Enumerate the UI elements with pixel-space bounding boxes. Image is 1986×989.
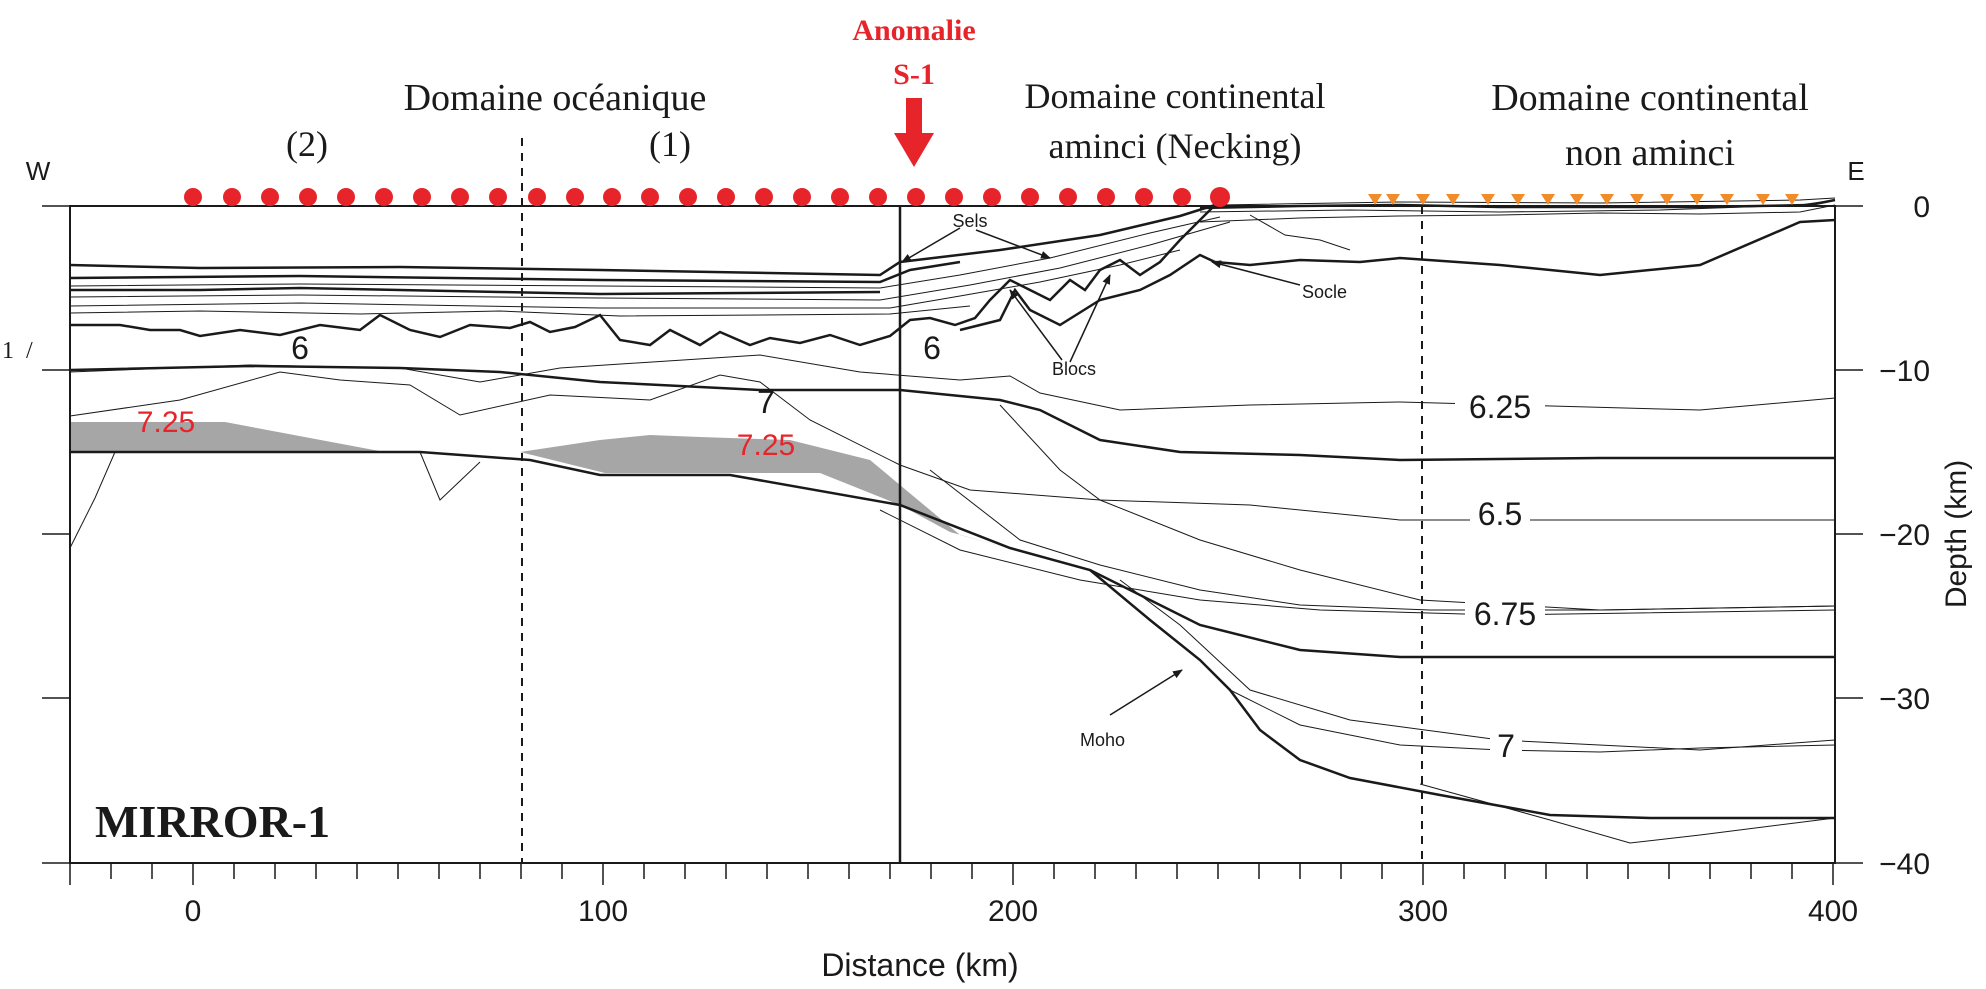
moho-label: Moho: [1080, 730, 1125, 750]
oceanic-domain-2-label: (2): [286, 124, 328, 164]
velocity-7.25-mid: 7.25: [737, 429, 795, 462]
velocity-6.25: 6.25: [1469, 389, 1531, 425]
shaded-lower-crust: [70, 422, 1015, 550]
plot-frame: [69, 205, 1836, 864]
velocity-labels: 6 6 7 7.25 7.25 6.25 6.5 6.75 7: [137, 330, 1545, 765]
annotation-arrows: [901, 227, 1301, 716]
y-axis-label: Depth (km): [1940, 460, 1973, 608]
y-tick-minus30: −30: [1879, 683, 1930, 716]
necking-domain-title-line2: aminci (Necking): [1049, 126, 1302, 166]
x-tick-200: 200: [988, 895, 1038, 928]
velocity-7-left: 7: [757, 384, 775, 420]
major-boundaries: [69, 198, 1836, 820]
blocks-label: Blocs: [1052, 359, 1096, 379]
velocity-7-right: 7: [1497, 728, 1515, 764]
basement-label: Socle: [1302, 282, 1347, 302]
land-stations-orange: [1368, 194, 1799, 205]
mid-crust-boundary: [70, 450, 1835, 659]
east-label: E: [1847, 156, 1864, 186]
oceanic-domain-title: Domaine océanique: [404, 77, 707, 119]
x-tick-0: 0: [185, 895, 202, 928]
shaded-layer-left: [70, 422, 385, 452]
y-axis-ticks: 0 −10 −20 −30 −40: [1879, 191, 1930, 881]
upper-crust-boundary: [69, 364, 1835, 462]
seafloor-surface: [69, 203, 1216, 277]
y-tick-0: 0: [1913, 191, 1930, 224]
ticks: [42, 205, 1863, 885]
salts-label: Sels: [952, 211, 987, 231]
west-label: W: [26, 156, 51, 186]
anomaly-label-line2: S-1: [893, 58, 935, 91]
velocity-7.25-left: 7.25: [137, 406, 195, 439]
anomaly-label-line1: Anomalie: [852, 14, 975, 47]
shaded-layer-center: [520, 435, 1015, 550]
x-tick-300: 300: [1398, 895, 1448, 928]
y-tick-minus40: −40: [1879, 848, 1930, 881]
velocity-6-left: 6: [291, 330, 309, 366]
y-tick-minus10: −10: [1879, 355, 1930, 388]
panel-label: MIRROR-1: [95, 796, 330, 847]
continental-domain-title-line2: non aminci: [1565, 132, 1735, 174]
obs-stations-red: [184, 187, 1230, 207]
basement-top: [70, 204, 1216, 347]
moho: [1089, 569, 1835, 820]
velocity-6-mid: 6: [923, 330, 941, 366]
x-axis-label: Distance (km): [821, 947, 1018, 983]
side-mark: 1 /: [2, 338, 33, 364]
x-tick-400: 400: [1808, 895, 1858, 928]
oceanic-domain-1-label: (1): [649, 124, 691, 164]
velocity-contours-thin: [69, 197, 1836, 844]
velocity-6.5: 6.5: [1478, 496, 1522, 532]
x-axis-ticks: 0 100 200 300 400: [185, 895, 1858, 928]
continental-domain-title-line1: Domaine continental: [1491, 77, 1809, 119]
anomaly-arrow-icon: [894, 98, 934, 167]
y-tick-minus20: −20: [1879, 519, 1930, 552]
velocity-6.75: 6.75: [1474, 596, 1536, 632]
necking-domain-title-line1: Domaine continental: [1025, 76, 1326, 116]
x-tick-100: 100: [578, 895, 628, 928]
